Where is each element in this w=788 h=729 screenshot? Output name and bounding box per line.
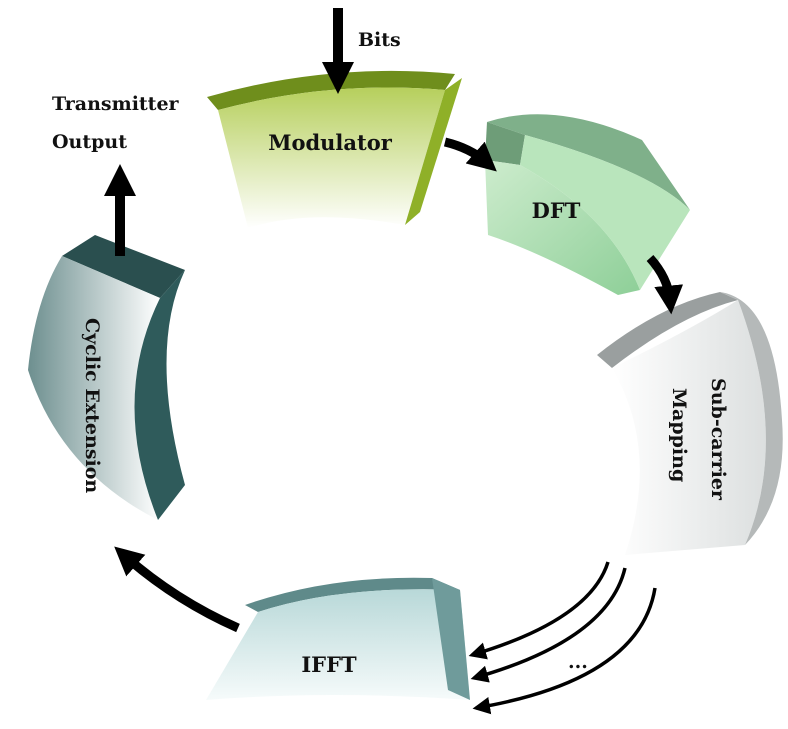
cyclic-extension-label: Cyclic Extension: [81, 318, 103, 493]
subcarrier-label-line1: Sub-carrier: [707, 378, 729, 501]
subcarrier-arrow-2: [470, 567, 627, 683]
subcarrier-mapping-block: Sub-carrier Mapping: [597, 292, 783, 555]
ellipsis-label: ...: [568, 651, 588, 673]
bits-label: Bits: [358, 29, 401, 51]
ifft-label: IFFT: [301, 652, 357, 677]
subcarrier-arrow-3: [472, 587, 657, 715]
transmitter-output-label-line1: Transmitter: [52, 93, 180, 115]
ifft-to-cyclic-arrow: [114, 546, 240, 633]
dft-to-subcarrier-arrow: [646, 254, 684, 315]
transmitter-output-label-line2: Output: [52, 131, 127, 153]
modulator-label: Modulator: [268, 130, 392, 155]
cyclic-extension-block: Cyclic Extension: [28, 235, 185, 520]
dft-label: DFT: [532, 198, 581, 223]
modulator-block: Modulator: [207, 70, 462, 228]
subcarrier-label-line2: Mapping: [668, 388, 690, 482]
subcarrier-arrow-1: [468, 561, 610, 660]
ifft-block: IFFT: [206, 577, 470, 700]
dft-block: DFT: [485, 114, 690, 295]
modulator-to-dft-arrow: [443, 137, 497, 172]
